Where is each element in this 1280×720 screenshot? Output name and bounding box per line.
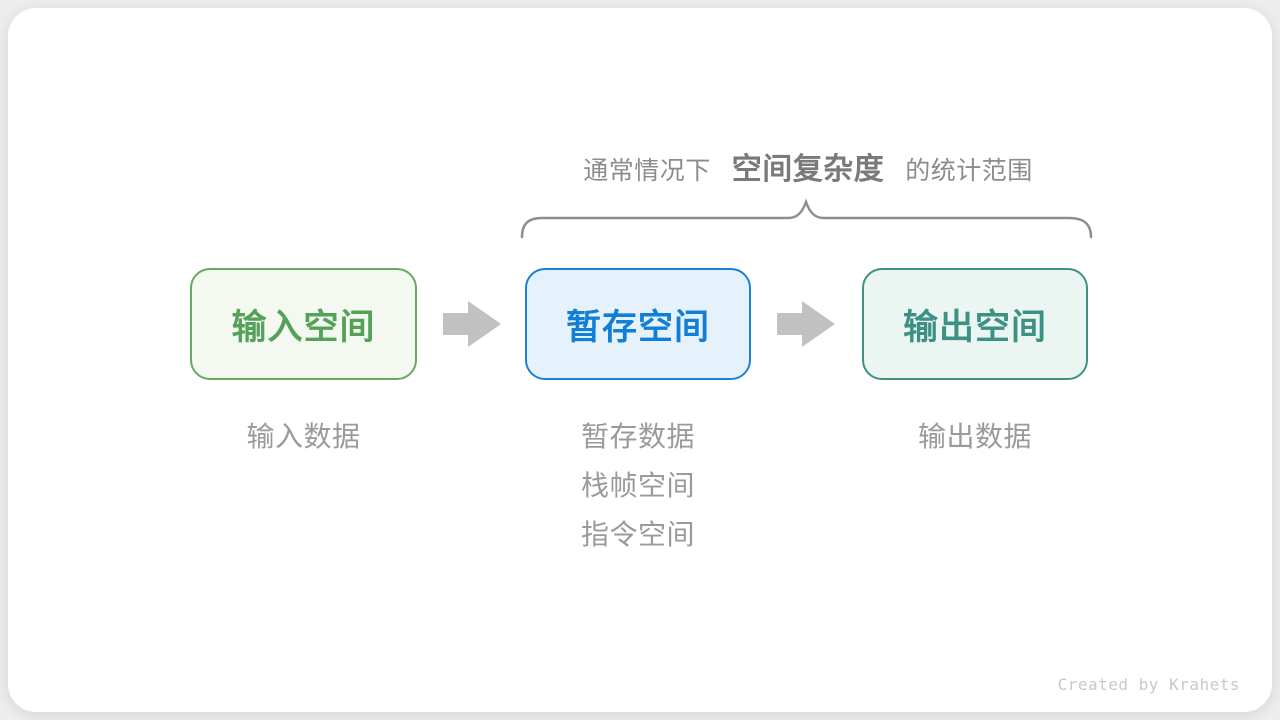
caption-line: 输出数据 — [917, 421, 1032, 452]
box-temp-space-label: 暂存空间 — [565, 307, 710, 347]
watermark: Created by Krahets — [1057, 675, 1240, 694]
curly-brace-icon — [520, 198, 1093, 239]
caption-line: 栈帧空间 — [580, 470, 695, 501]
box-temp-space: 暂存空间 — [525, 268, 751, 380]
caption-line: 输入数据 — [246, 421, 361, 452]
scope-annotation-highlight: 空间复杂度 — [731, 153, 885, 186]
caption-line: 暂存数据 — [580, 421, 695, 452]
arrow-right-icon — [777, 301, 835, 347]
scope-annotation: 通常情况下 空间复杂度 的统计范围 — [520, 144, 1096, 186]
caption-temp-space: 暂存数据 栈帧空间 指令空间 — [525, 412, 751, 559]
box-input-space-label: 输入空间 — [231, 307, 376, 347]
box-output-space-label: 输出空间 — [902, 307, 1047, 347]
scope-annotation-prefix: 通常情况下 — [583, 157, 711, 185]
caption-output-space: 输出数据 — [862, 412, 1088, 461]
caption-line: 指令空间 — [580, 519, 695, 550]
scope-annotation-suffix: 的统计范围 — [905, 157, 1033, 185]
arrow-right-icon — [443, 301, 501, 347]
caption-input-space: 输入数据 — [190, 412, 417, 461]
box-output-space: 输出空间 — [862, 268, 1088, 380]
box-input-space: 输入空间 — [190, 268, 417, 380]
